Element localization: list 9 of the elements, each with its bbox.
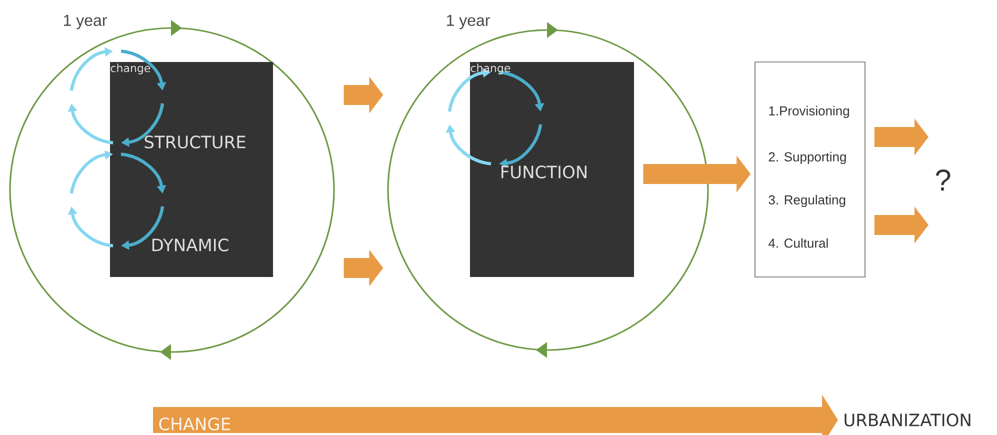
node-label: 1 year	[446, 14, 490, 30]
service-list-box: 1.Provisioning 2. Supporting 3. Regulating 4. Cultural	[754, 62, 866, 278]
end-label: URBANIZATION	[844, 414, 970, 426]
dark-box: change STRUCTURE DYNAMIC	[68, 47, 273, 277]
question-mark: ?	[936, 170, 950, 190]
arrow-label: CHANGE	[159, 418, 230, 430]
node-label: 1 year	[64, 14, 107, 30]
block-arrow	[153, 394, 838, 435]
dark-box: change FUNCTION	[446, 62, 634, 277]
